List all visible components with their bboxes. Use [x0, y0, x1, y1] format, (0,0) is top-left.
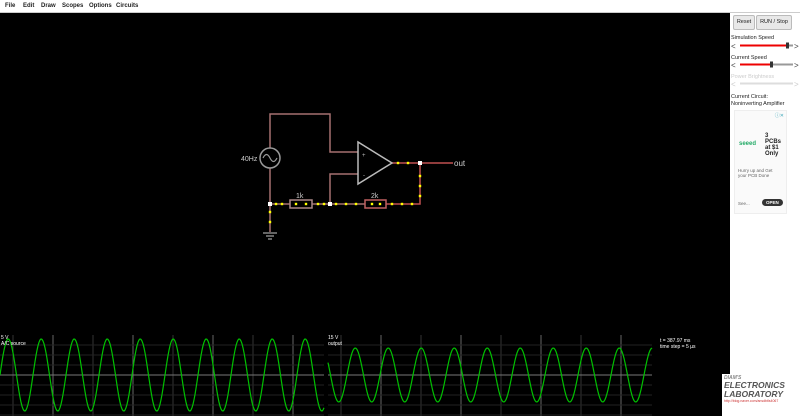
r1-label: 1k [296, 193, 304, 200]
current-speed-slider[interactable]: <> [731, 61, 799, 68]
svg-text:>: > [794, 61, 799, 68]
scope-1[interactable] [0, 335, 325, 416]
nodes [268, 161, 422, 206]
menu-options[interactable]: Options [89, 3, 112, 9]
out-label: out [454, 159, 466, 168]
menu-circuits[interactable]: Circuits [116, 3, 139, 9]
scope-trace [0, 338, 325, 412]
current-dot [354, 202, 358, 206]
menu-scopes[interactable]: Scopes [62, 3, 84, 9]
menu-edit[interactable]: Edit [23, 3, 35, 9]
menu-bar: File Edit Draw Scopes Options Circuits [0, 0, 800, 13]
current-circuit-label: Current Circuit: [731, 94, 768, 100]
current-speed-label: Current Speed [731, 55, 767, 61]
current-dot [274, 202, 278, 206]
current-dot [378, 202, 382, 206]
menu-file[interactable]: File [5, 3, 16, 9]
current-dot [370, 202, 374, 206]
svg-text:<: < [731, 80, 736, 87]
ad-see: See... [738, 201, 750, 206]
current-dots [268, 161, 422, 224]
current-dot [344, 202, 348, 206]
current-dot [418, 194, 422, 198]
ad-brand: seeed [739, 141, 757, 147]
current-dot [396, 161, 400, 165]
op-amp[interactable] [357, 140, 394, 186]
current-dot [406, 161, 410, 165]
menu-draw[interactable]: Draw [41, 3, 56, 9]
sim-speed-label: Simulation Speed [731, 35, 775, 41]
power-brightness-slider: <> [731, 80, 799, 87]
control-panel: Reset RUN / Stop Simulation Speed <> Cur… [730, 13, 800, 416]
current-dot [268, 210, 272, 214]
current-dot [390, 202, 394, 206]
reset-button[interactable]: Reset [733, 15, 755, 30]
ad-body: Hurry up and Get your PCB Done [738, 168, 773, 178]
ad-close-icon[interactable]: ⓘ✕ [774, 113, 784, 119]
source-label: 40Hz [241, 156, 258, 163]
svg-text:<: < [731, 42, 736, 49]
ad-open-button[interactable]: OPEN [762, 199, 783, 206]
current-dot [268, 220, 272, 224]
current-dot [294, 202, 298, 206]
current-circuit-name: Noninverting Amplifier [731, 101, 785, 107]
ac-source[interactable] [259, 147, 281, 169]
plus-label: + [362, 153, 366, 159]
circuit-canvas[interactable]: 40Hz 1k 2k + - out [0, 13, 730, 416]
current-dot [334, 202, 338, 206]
ad-headline: 3 PCBs at $1 Only [765, 133, 782, 157]
advertisement[interactable]: ⓘ✕ seeed 3 PCBs at $1 Only Hurry up and … [734, 110, 787, 214]
resistor-1k[interactable] [289, 199, 313, 209]
run-stop-button[interactable]: RUN / Stop [756, 15, 792, 30]
current-dot [418, 174, 422, 178]
scope-trace [327, 347, 653, 403]
svg-text:>: > [794, 80, 799, 87]
power-brightness-label: Power Brightness [731, 74, 775, 80]
sine-icon [262, 153, 278, 163]
current-dot [280, 202, 284, 206]
current-dot [410, 202, 414, 206]
ground-icon [263, 232, 277, 240]
svg-text:>: > [794, 42, 799, 49]
svg-text:<: < [731, 61, 736, 68]
scope-2[interactable] [327, 335, 653, 416]
current-dot [400, 202, 404, 206]
current-dot [304, 202, 308, 206]
current-dot [316, 202, 320, 206]
lab-logo: DIAM'S ELECTRONICS LABORATORY http://blo… [722, 374, 800, 416]
current-dot [322, 202, 326, 206]
r2-label: 2k [371, 193, 379, 200]
resistor-2k[interactable] [364, 199, 387, 209]
wires [269, 113, 453, 232]
sim-speed-slider[interactable]: <> [731, 42, 799, 49]
minus-label: - [363, 173, 365, 179]
current-dot [418, 184, 422, 188]
